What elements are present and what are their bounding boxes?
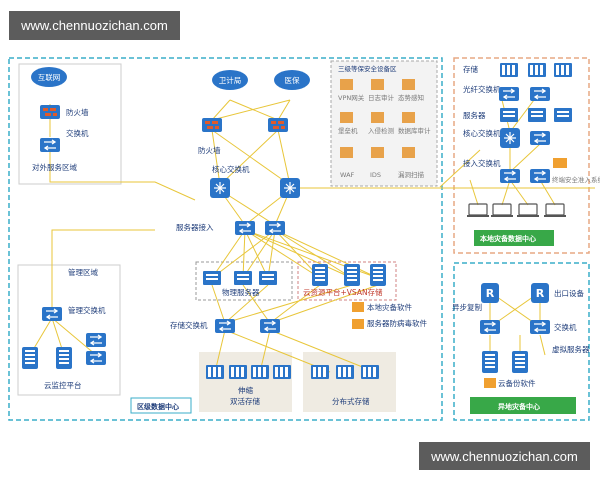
mgmt-area-label: 管理区域 (68, 267, 98, 277)
av-sw-icon (352, 319, 364, 329)
sec-8: 漏洞扫描 (398, 170, 425, 179)
sec-3: 堡垒机 (338, 126, 358, 135)
terminal-access-label: 终端安全准入系统 (552, 175, 600, 184)
distributed-label: 分布式存储 (332, 396, 370, 406)
internet-label: 互联网 (38, 73, 61, 82)
remote-dr-badge (470, 397, 576, 414)
firewall-center-label: 防火墙 (198, 145, 221, 155)
regional-center-badge (130, 397, 192, 414)
switch-right-label: 交换机 (554, 322, 577, 332)
yibao-label: 医保 (285, 76, 300, 85)
physical-server-label: 物理服务器 (222, 287, 260, 297)
cloud-platform-label: 云资源平台+VSAN存储 (303, 287, 383, 297)
cloud-backup-label: 云备份软件 (498, 378, 536, 388)
local-dr-badge (474, 230, 554, 246)
cloud-platform-frame (297, 261, 397, 301)
core-switch-label: 核心交换机 (212, 164, 250, 174)
virtual-server-label: 虚拟服务器 (552, 344, 590, 354)
external-area-label: 对外服务区域 (32, 162, 77, 172)
sec-0: VPN网关 (338, 93, 365, 102)
regional-center-label: 区级数据中心 (137, 402, 179, 411)
dual-active-label: 双活存储 (230, 396, 260, 406)
firewall-left-label: 防火墙 (66, 107, 89, 117)
sec-1: 日志审计 (368, 93, 395, 102)
shenliu-label: 伸缩 (238, 385, 253, 395)
sec-7: IDS (370, 171, 381, 179)
external-area-frame (18, 63, 122, 185)
remote-dr-frame (453, 262, 590, 421)
cloud-monitor-label: 云监控平台 (44, 380, 82, 390)
local-backup-sw-label: 本地灾备软件 (367, 302, 412, 312)
regional-frame (8, 57, 443, 421)
sec-5: 数据库审计 (398, 126, 431, 135)
storage-label: 存储 (463, 64, 478, 74)
sec-4: 入侵检测 (368, 126, 395, 135)
watermark-bottom: www.chennuozichan.com (419, 442, 590, 470)
server-label: 服务器 (463, 110, 486, 120)
backup-sw-icon (352, 302, 364, 312)
mgmt-switch-label: 管理交换机 (68, 305, 106, 315)
weijiju-label: 卫计局 (219, 75, 242, 85)
fiber-switch-label: 光纤交换机 (463, 84, 501, 94)
storage-switch-label: 存储交换机 (170, 320, 208, 330)
terminal-access-icon (553, 158, 567, 168)
sec-2: 态势感知 (398, 93, 424, 102)
switch-left-label: 交换机 (66, 128, 89, 138)
local-dr-label: 本地灾备数据中心 (479, 234, 536, 243)
security-title: 三级等保安全设备区 (338, 64, 397, 73)
remote-dr-label: 异地灾备中心 (498, 402, 540, 411)
core-switch-right-label: 核心交换机 (463, 128, 501, 138)
mgmt-area-frame (17, 264, 121, 396)
cloud-backup-icon (484, 378, 496, 388)
watermark-top: www.chennuozichan.com (9, 11, 180, 40)
server-av-label: 服务器防病毒软件 (367, 318, 427, 328)
access-switch-label: 接入交换机 (463, 158, 501, 168)
security-devices: VPN网关 日志审计 态势感知 堡垒机 入侵检测 数据库审计 WAF IDS 漏… (338, 79, 431, 179)
dual-active-storage-box (199, 352, 292, 412)
sec-6: WAF (340, 171, 355, 179)
local-dr-frame (453, 57, 590, 254)
egress-label: 出口设备 (554, 288, 584, 298)
async-copy-label: 异步复制 (452, 302, 482, 312)
server-access-label: 服务器接入 (176, 222, 214, 232)
